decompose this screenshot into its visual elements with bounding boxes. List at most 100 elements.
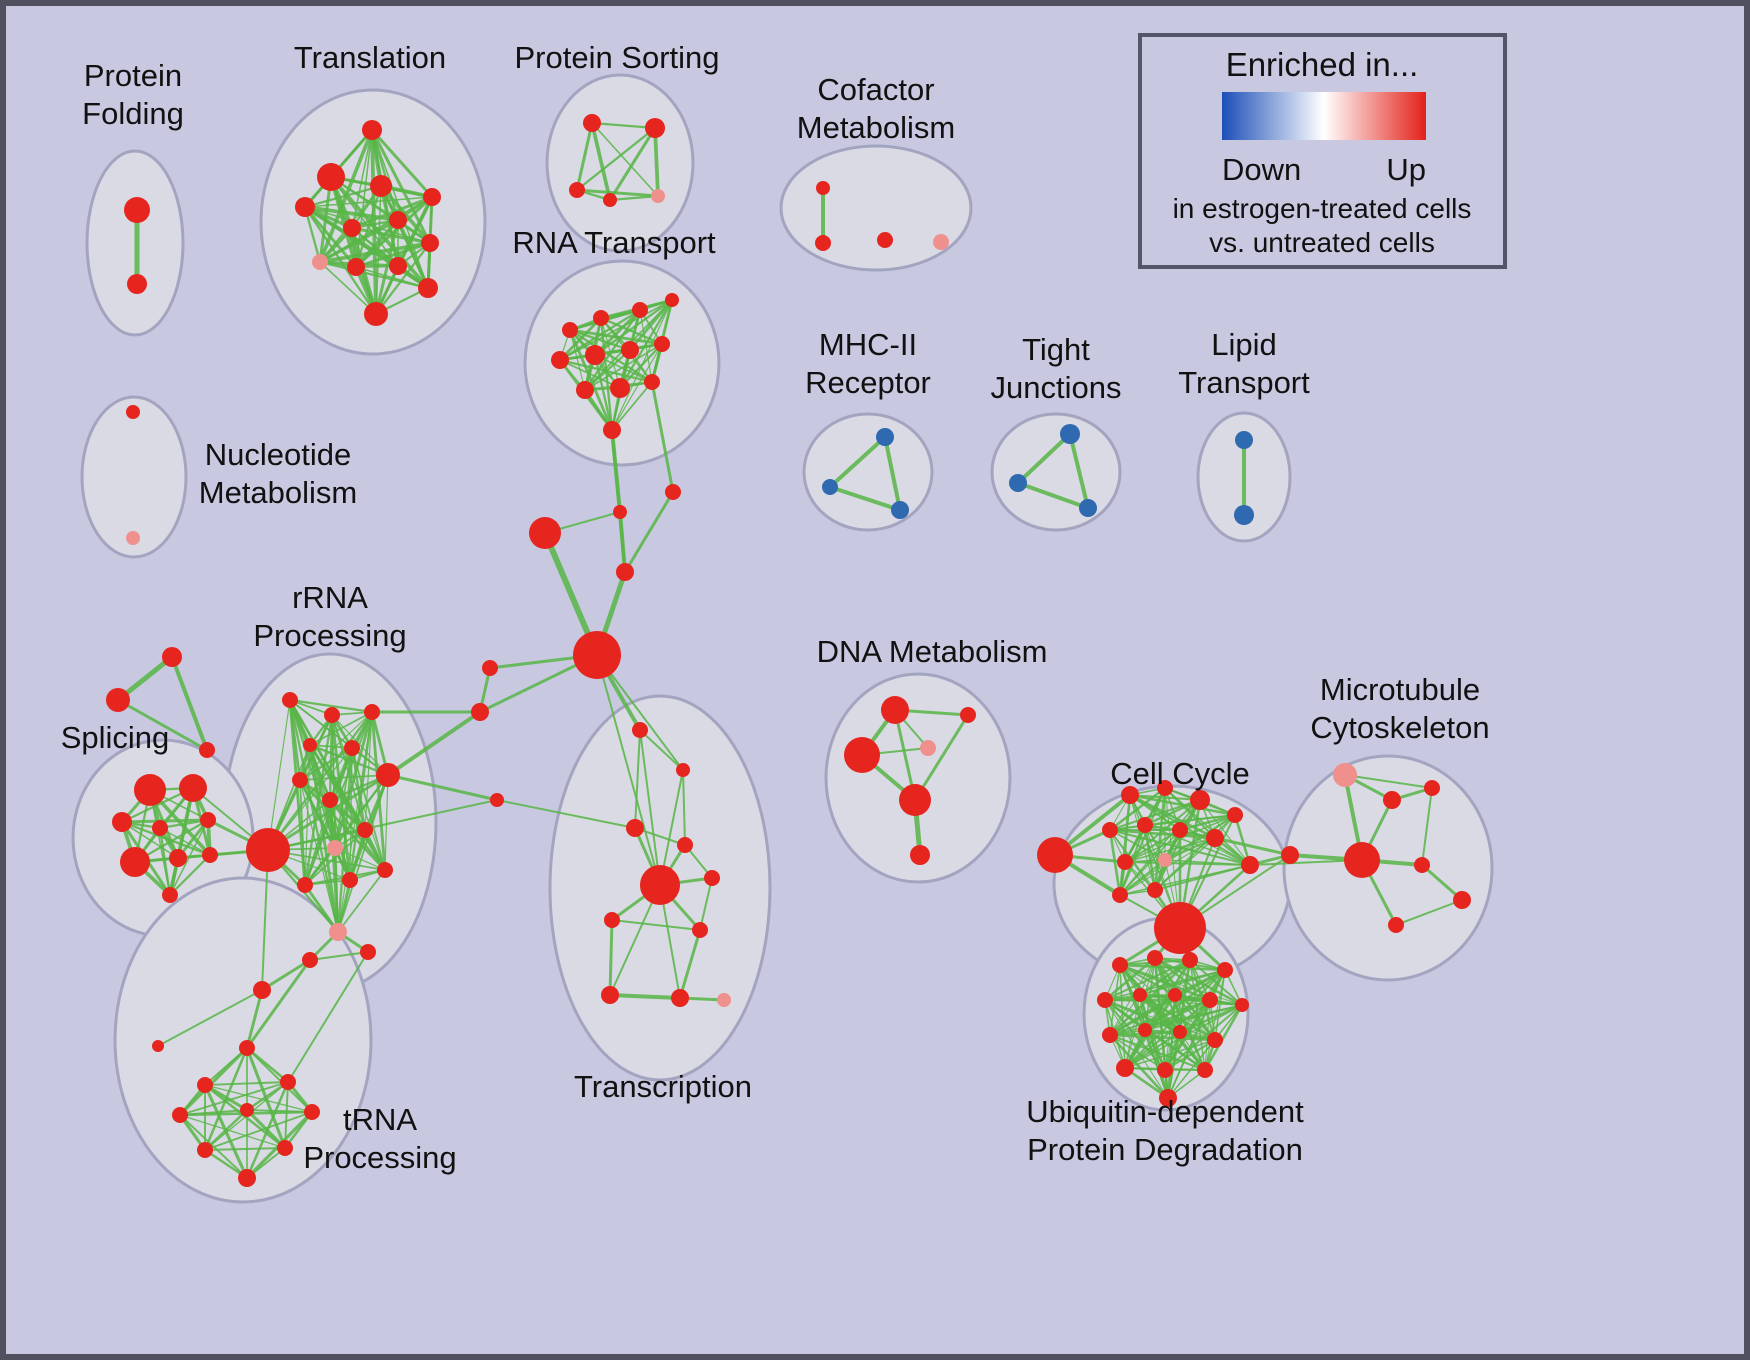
network-edge — [1178, 1003, 1244, 1034]
cluster-ellipse-dna-metabolism — [824, 672, 1012, 884]
network-edge — [608, 126, 657, 202]
cluster-label-cofactor-metabolism: Metabolism — [797, 110, 956, 145]
network-edge — [304, 744, 311, 886]
network-node — [1117, 854, 1133, 870]
network-edge — [682, 769, 686, 846]
cluster-ellipse-nucleotide-metabolism — [80, 395, 188, 559]
network-node — [1102, 822, 1118, 838]
cluster-ellipse-cofactor-metabolism — [779, 144, 973, 272]
network-node — [877, 232, 893, 248]
network-node — [304, 1104, 320, 1120]
network-node — [120, 847, 150, 877]
network-edge — [1016, 481, 1090, 510]
network-edge — [1203, 1003, 1244, 1072]
network-edge — [1124, 837, 1216, 863]
network-node — [357, 822, 373, 838]
network-node — [1037, 837, 1073, 873]
cluster-label-cofactor-metabolism: Cofactor — [817, 72, 934, 107]
network-edge — [590, 121, 657, 130]
cluster-label-splicing: Splicing — [61, 720, 170, 755]
network-edge — [336, 746, 354, 934]
network-edge — [350, 746, 367, 832]
network-edge — [158, 826, 172, 897]
network-node — [1121, 786, 1139, 804]
network-node — [822, 479, 838, 495]
cluster-label-rrna-processing: Processing — [253, 618, 406, 653]
network-node — [292, 772, 308, 788]
network-edge — [318, 195, 434, 264]
network-edge — [204, 1084, 313, 1113]
network-node — [282, 692, 298, 708]
network-edge — [1153, 863, 1252, 892]
network-node — [1388, 917, 1404, 933]
network-edge — [583, 348, 632, 392]
network-edge — [699, 877, 713, 931]
network-node — [1414, 857, 1430, 873]
network-edge — [245, 958, 312, 1050]
cluster-label-trna-processing: tRNA — [343, 1102, 417, 1137]
network-node — [324, 707, 340, 723]
network-edge — [157, 989, 263, 1047]
network-edge — [261, 849, 269, 991]
network-edge — [303, 184, 383, 209]
network-node — [364, 302, 388, 326]
network-node — [162, 647, 182, 667]
network-node — [717, 993, 731, 1007]
network-edge — [203, 1108, 249, 1152]
network-node — [253, 981, 271, 999]
network-node — [134, 774, 166, 806]
network-node — [1154, 902, 1206, 954]
network-edge — [245, 1080, 290, 1112]
network-edge — [1143, 1028, 1170, 1100]
cluster-label-protein-folding: Protein — [84, 58, 182, 93]
cluster-label-tight-junctions: Tight — [1022, 332, 1090, 367]
network-node — [933, 234, 949, 250]
network-edge — [623, 490, 675, 574]
network-edge — [591, 122, 659, 197]
network-edge — [318, 241, 432, 264]
network-node — [632, 302, 648, 318]
network-node — [112, 812, 132, 832]
network-edge-layer — [115, 121, 1464, 1180]
network-node — [277, 1140, 293, 1156]
network-node — [676, 763, 690, 777]
network-edge — [1395, 899, 1463, 926]
network-edge — [609, 884, 661, 996]
network-edge — [179, 1114, 286, 1149]
network-node — [246, 828, 290, 872]
cluster-label-rna-transport: RNA Transport — [512, 225, 716, 260]
network-edge — [298, 778, 387, 872]
network-edge — [1143, 813, 1237, 827]
network-edge — [611, 343, 663, 431]
network-node — [1112, 887, 1128, 903]
network-node — [910, 845, 930, 865]
network-edge — [1108, 1033, 1170, 1100]
legend-box — [1138, 33, 1507, 269]
network-edge — [370, 710, 387, 872]
network-node — [1157, 780, 1173, 796]
network-node — [585, 345, 605, 365]
network-node — [423, 188, 441, 206]
network-node — [370, 175, 392, 197]
network-node — [671, 989, 689, 1007]
network-node — [621, 341, 639, 359]
network-node — [1112, 957, 1128, 973]
network-edge — [1108, 1033, 1207, 1072]
cluster-label-dna-metabolism: DNA Metabolism — [817, 634, 1048, 669]
network-node — [1344, 842, 1380, 878]
network-edge — [299, 779, 339, 933]
network-node — [362, 120, 382, 140]
network-edge — [318, 260, 430, 290]
network-edge — [575, 126, 657, 192]
network-edge — [1144, 1029, 1206, 1071]
network-edge — [608, 194, 660, 202]
network-node — [1234, 505, 1254, 525]
network-node — [202, 847, 218, 863]
network-edge — [386, 773, 499, 802]
network-node — [162, 887, 178, 903]
network-edge — [1128, 793, 1252, 867]
network-node — [152, 820, 168, 836]
network-edge — [303, 205, 378, 316]
